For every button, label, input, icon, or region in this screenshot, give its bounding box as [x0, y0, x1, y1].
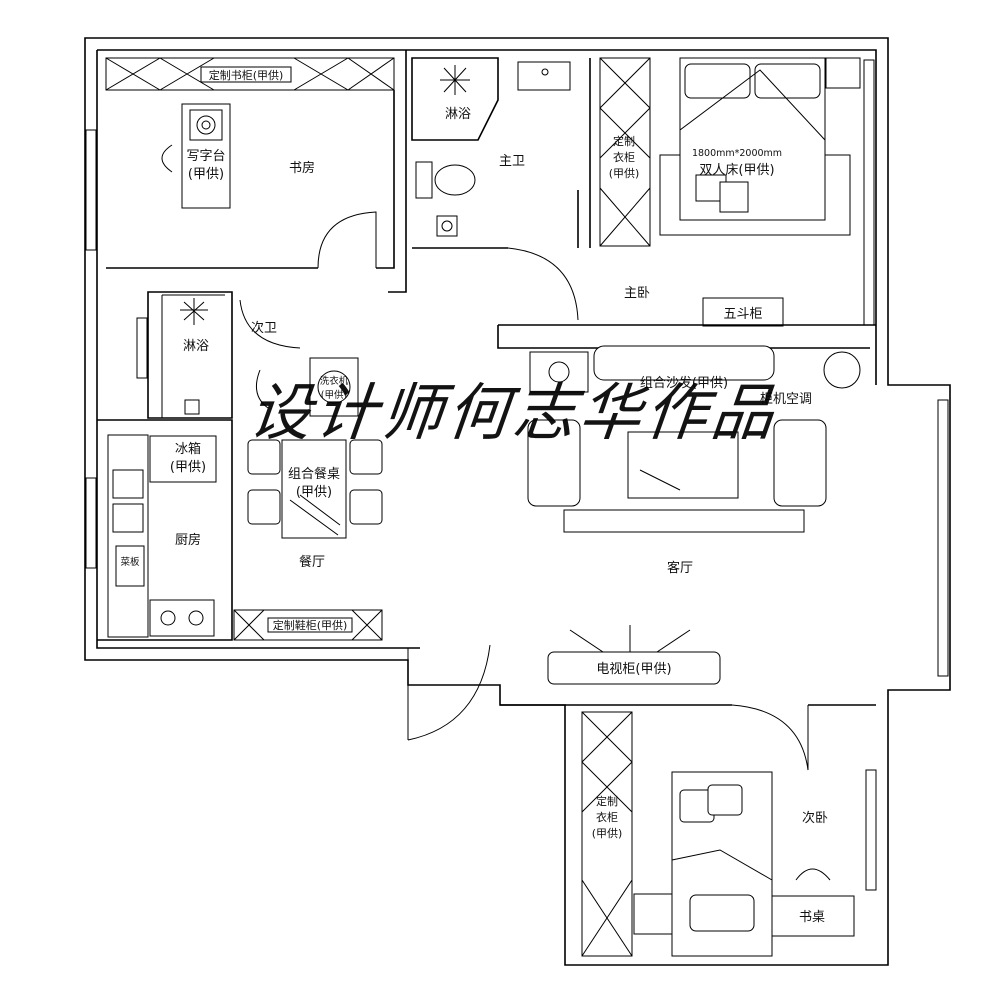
bookshelf-label: 定制书柜(甲供) — [209, 68, 284, 82]
living: 组合沙发(甲供) 柜机空调 客厅 电视柜(甲供) — [527, 345, 949, 685]
desk-second-label: 书桌 — [799, 910, 825, 925]
study-room-label: 书房 — [289, 160, 315, 176]
tv-cabinet-label: 电视柜(甲供) — [596, 662, 671, 677]
wardrobe-second-3: (甲供) — [592, 826, 623, 840]
dining: 组合餐桌 (甲供) 餐厅 定制鞋柜(甲供) — [233, 439, 491, 741]
dining-room-label: 餐厅 — [299, 554, 325, 570]
five-drawer-label: 五斗柜 — [723, 307, 762, 322]
second-bedroom-label: 次卧 — [802, 810, 828, 826]
ac-label: 柜机空调 — [760, 392, 812, 407]
second-bedroom: 定制 衣柜 (甲供) 次卧 书桌 — [500, 704, 877, 957]
wardrobe-master-2: 衣柜 — [613, 150, 635, 164]
fridge-label-1: 冰箱 — [175, 441, 201, 457]
bed-label: 双人床(甲供) — [699, 163, 774, 178]
second-bath: 淋浴 次卫 洗衣机 (甲供) — [136, 291, 359, 419]
sofa-label: 组合沙发(甲供) — [640, 375, 728, 391]
master-bath-label: 主卫 — [499, 154, 525, 169]
living-room-label: 客厅 — [667, 560, 693, 576]
dining-table-label-2: (甲供) — [296, 485, 332, 500]
wardrobe-second-2: 衣柜 — [596, 810, 618, 824]
wardrobe-master-1: 定制 — [613, 134, 635, 148]
second-shower-label: 淋浴 — [183, 339, 209, 354]
washer-label-2: (甲供) — [321, 389, 347, 401]
fridge-label-2: (甲供) — [170, 460, 206, 475]
master-bedroom-label: 主卧 — [624, 286, 650, 301]
kitchen: 菜板 冰箱 (甲供) 厨房 — [85, 419, 233, 641]
shoe-cabinet-label: 定制鞋柜(甲供) — [273, 618, 348, 632]
wardrobe-master-3: (甲供) — [609, 166, 640, 180]
kitchen-label: 厨房 — [175, 532, 201, 548]
study-room: 定制书柜(甲供) 写字台 (甲供) 书房 — [85, 50, 407, 293]
master-bath: 淋浴 主卫 — [411, 57, 591, 321]
desk-label-1: 写字台 — [186, 149, 225, 164]
cutting-board-label: 菜板 — [120, 556, 140, 568]
second-bath-label: 次卫 — [251, 320, 277, 336]
master-bedroom: 定制 衣柜 (甲供) 1800mm*2000mm 双人床(甲供) 主卧 五斗柜 — [497, 57, 876, 349]
master-shower-label: 淋浴 — [445, 107, 471, 122]
desk-label-2: (甲供) — [188, 167, 224, 182]
wardrobe-second-1: 定制 — [596, 794, 618, 808]
washer-label-1: 洗衣机 — [320, 375, 349, 387]
watermark: 设计师何志华作品 — [245, 376, 782, 449]
bed-size-label: 1800mm*2000mm — [692, 148, 782, 159]
dining-table-label-1: 组合餐桌 — [288, 466, 340, 482]
